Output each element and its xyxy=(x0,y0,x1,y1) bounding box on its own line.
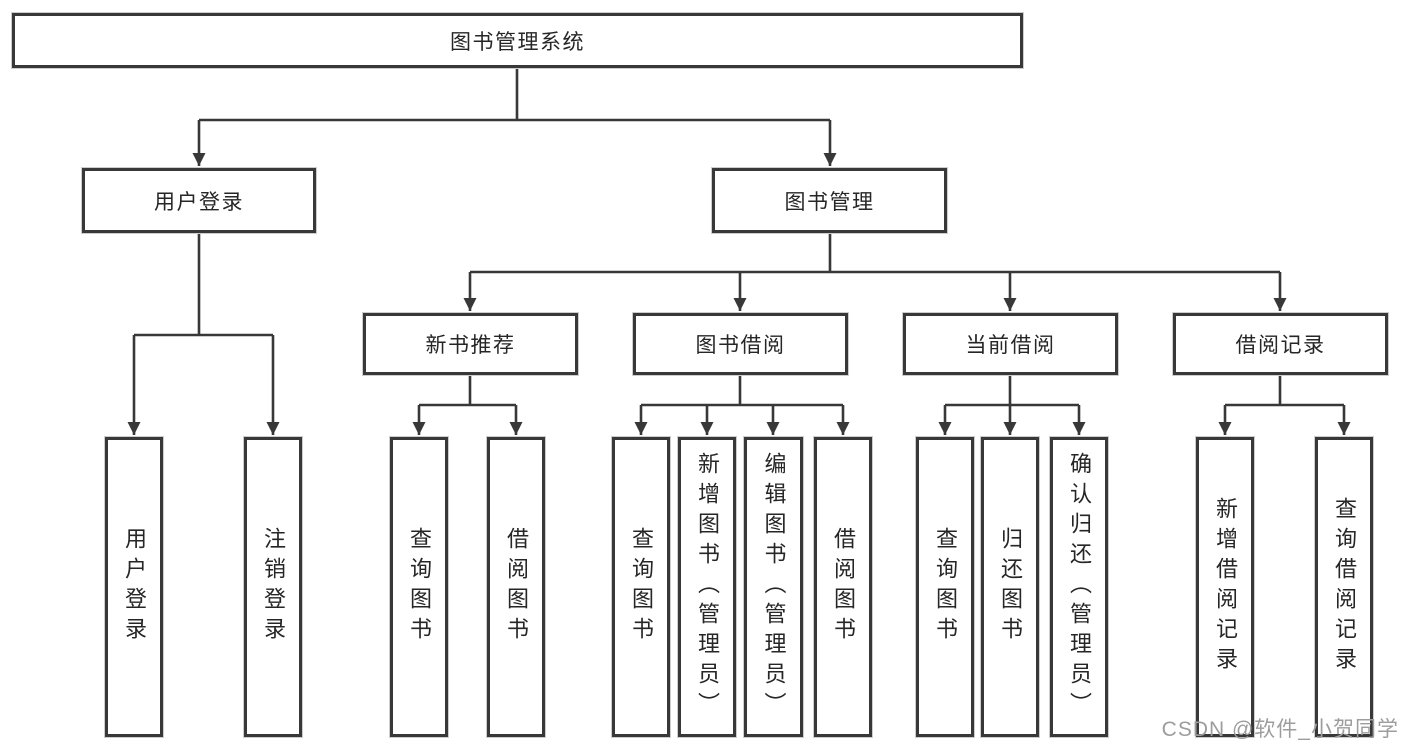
leaf-logout-label: 注销登录 xyxy=(261,527,286,647)
leaf-confirm-return-admin: 确认归还（管理员） xyxy=(1050,437,1108,737)
connector-book-borrow-stem xyxy=(641,375,843,407)
node-user-login-group: 用户登录 xyxy=(82,168,316,233)
leaf-confirm-return-admin-label: 确认归还（管理员） xyxy=(1067,452,1092,722)
node-new-book-recommend: 新书推荐 xyxy=(363,313,578,375)
leaf-query-borrow-record: 查询借阅记录 xyxy=(1315,437,1373,737)
leaf-borrow-books-recommend-label: 借阅图书 xyxy=(504,527,529,647)
node-borrow-records: 借阅记录 xyxy=(1173,313,1388,375)
leaf-logout: 注销登录 xyxy=(244,437,302,737)
leaf-edit-book-admin-label: 编辑图书（管理员） xyxy=(761,452,787,722)
leaf-query-books-borrow: 查询图书 xyxy=(612,437,670,737)
node-current-borrow-label: 当前借阅 xyxy=(965,334,1056,357)
leaf-query-books-recommend-label: 查询图书 xyxy=(407,527,432,647)
leaf-borrow-books: 借阅图书 xyxy=(814,437,872,737)
node-book-management: 图书管理 xyxy=(712,168,947,233)
leaf-edit-book-admin: 编辑图书（管理员） xyxy=(744,437,803,737)
node-book-borrow: 图书借阅 xyxy=(633,313,848,375)
leaf-query-borrow-record-label: 查询借阅记录 xyxy=(1332,497,1357,677)
leaf-add-book-admin-label: 新增图书（管理员） xyxy=(695,452,720,722)
leaf-return-book-label: 归还图书 xyxy=(998,527,1023,647)
connector-current-borrow-stem xyxy=(945,375,1079,407)
connector-book-mgmt-stem xyxy=(470,233,1280,274)
connector-new-book-stem xyxy=(419,375,516,407)
node-root: 图书管理系统 xyxy=(12,13,1023,68)
leaf-add-book-admin: 新增图书（管理员） xyxy=(678,437,736,737)
leaf-query-books-current: 查询图书 xyxy=(916,437,974,737)
leaf-borrow-books-label: 借阅图书 xyxy=(831,527,856,647)
leaf-user-login: 用户登录 xyxy=(105,437,163,737)
node-user-login-group-label: 用户登录 xyxy=(154,190,244,214)
connector-borrow-record-stem xyxy=(1225,375,1344,407)
leaf-query-books-current-label: 查询图书 xyxy=(933,527,958,647)
leaf-add-borrow-record: 新增借阅记录 xyxy=(1196,437,1254,737)
connector-user-login-stem xyxy=(134,233,273,337)
node-book-management-label: 图书管理 xyxy=(784,190,875,214)
leaf-user-login-label: 用户登录 xyxy=(122,527,147,647)
node-root-label: 图书管理系统 xyxy=(450,30,585,54)
node-book-borrow-label: 图书借阅 xyxy=(695,334,786,357)
leaf-query-books-borrow-label: 查询图书 xyxy=(629,527,654,647)
node-borrow-records-label: 借阅记录 xyxy=(1235,334,1326,357)
leaf-return-book: 归还图书 xyxy=(981,437,1039,737)
node-current-borrow: 当前借阅 xyxy=(903,313,1118,375)
leaf-borrow-books-recommend: 借阅图书 xyxy=(487,437,545,737)
connector-root-stem xyxy=(199,68,830,122)
node-new-book-recommend-label: 新书推荐 xyxy=(425,334,516,357)
csdn-watermark: CSDN @软件_小贺同学 xyxy=(1161,718,1399,741)
leaf-add-borrow-record-label: 新增借阅记录 xyxy=(1213,497,1238,677)
leaf-query-books-recommend: 查询图书 xyxy=(390,437,448,737)
